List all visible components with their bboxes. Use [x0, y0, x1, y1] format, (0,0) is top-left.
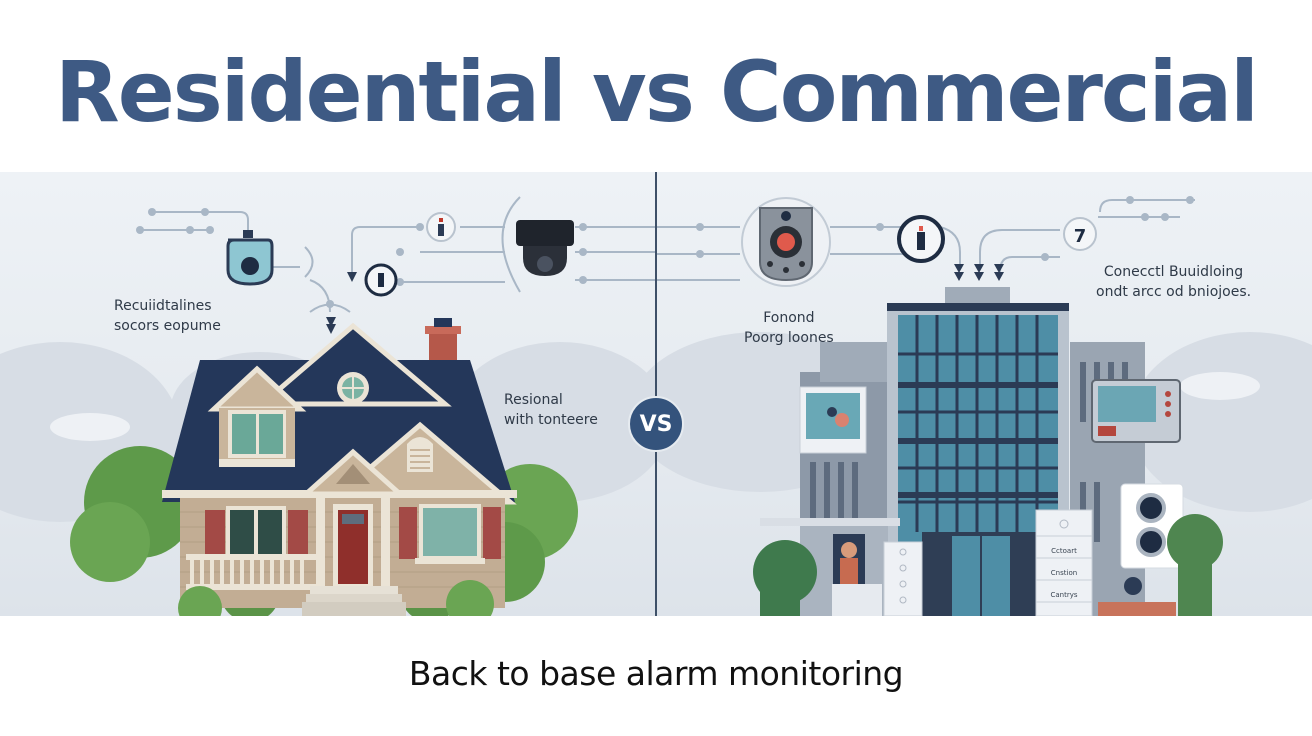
commercial-caption-right: Conecctl Buuidloing ondt arcc od bniojoe… [1096, 262, 1251, 302]
caption-line: Fonond [763, 310, 815, 326]
residential-caption-top: Recuiidtalines socors eopume [114, 296, 221, 336]
svg-text:7: 7 [1074, 226, 1087, 247]
info-sensor-icon [897, 215, 945, 263]
house-illustration [70, 318, 578, 616]
commercial-building-illustration [753, 287, 1223, 616]
caption-line: Conecctl Buuidloing [1103, 264, 1244, 280]
motion-sensor-icon [364, 263, 398, 297]
center-divider [655, 172, 657, 616]
rack-label: Cnstion [1050, 569, 1078, 577]
page-title: Residential vs Commercial [55, 43, 1259, 141]
rack-labels: Cctoart Cnstion Cantrys [1038, 540, 1090, 606]
rack-label: Cctoart [1051, 547, 1077, 555]
residential-caption-side: Resional with tonteere [504, 390, 598, 430]
caption-line: Poorg loones [744, 330, 834, 346]
siren-sensor-icon [741, 197, 831, 287]
sensor-node-icon: 7 [1063, 217, 1097, 251]
caption-line: socors eopume [114, 318, 221, 334]
rack-label: Cantrys [1050, 591, 1078, 599]
sensor-node-icon [426, 212, 456, 242]
comparison-panel: 7 [0, 172, 1312, 616]
residential-network-lines [140, 196, 655, 313]
indoor-camera-icon [226, 230, 274, 286]
footer-subtitle: Back to base alarm monitoring [408, 654, 904, 693]
caption-line: ondt arcc od bniojoes. [1096, 284, 1252, 300]
commercial-caption-left: Fonond Poorg loones [744, 308, 834, 348]
illustration: 7 [0, 196, 1312, 616]
caption-line: Resional [504, 392, 563, 408]
caption-line: Recuiidtalines [114, 298, 212, 314]
dome-camera-icon [516, 220, 574, 276]
vs-badge: VS [628, 396, 684, 452]
caption-line: with tonteere [504, 412, 598, 428]
